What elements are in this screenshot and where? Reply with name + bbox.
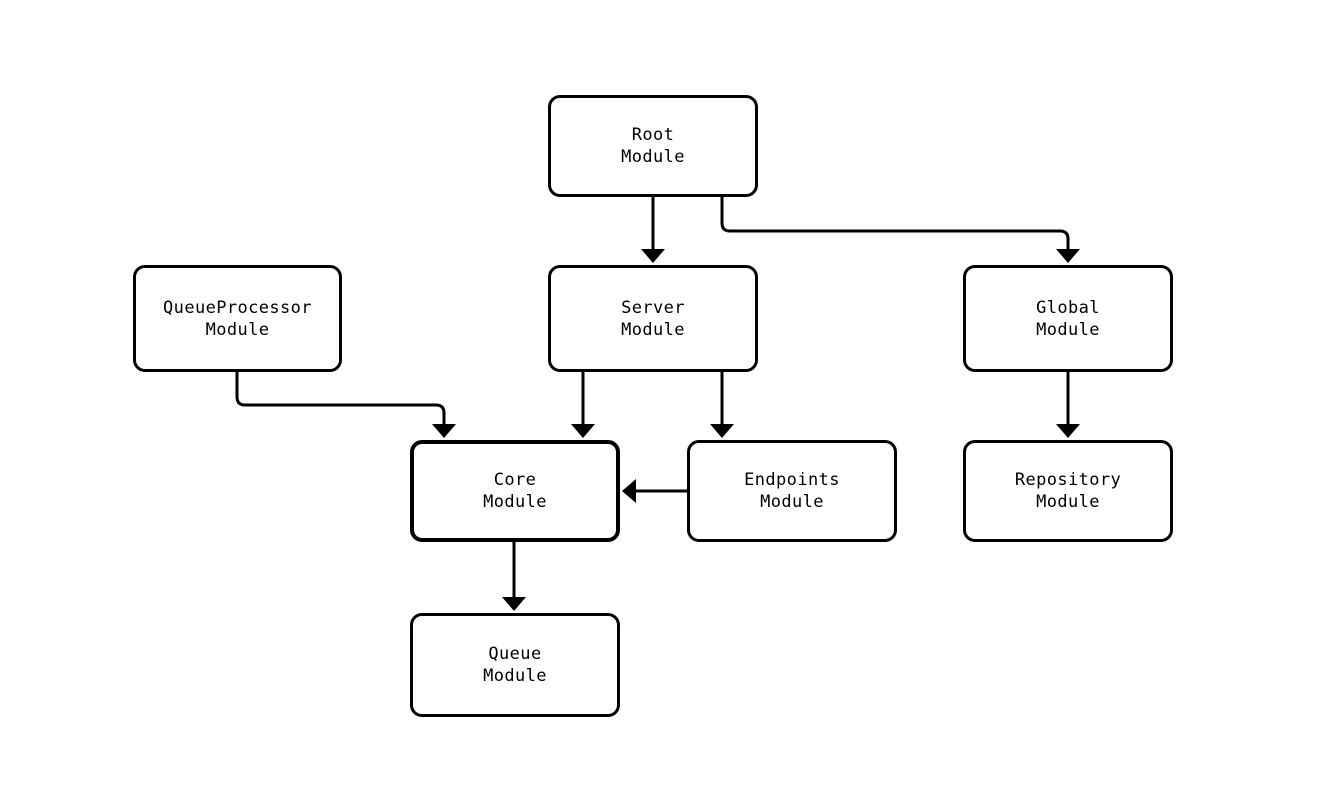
node-global-label-line2: Module xyxy=(1036,319,1100,340)
arrowhead-server-to-core xyxy=(571,424,595,438)
node-queue-label-line2: Module xyxy=(483,666,547,686)
edge-root-to-global xyxy=(720,197,1070,251)
node-queueprocessor-label-line2: Module xyxy=(205,319,270,340)
node-repository-label-line2: Module xyxy=(1036,492,1100,512)
arrowhead-server-to-endpoints xyxy=(710,424,734,438)
node-root-label-line1: Root xyxy=(631,125,675,145)
node-endpoints-label-line2: Module xyxy=(760,492,824,512)
arrowhead-root-to-global xyxy=(1056,249,1080,263)
node-server-label-line2: Module xyxy=(621,319,685,340)
node-queue-label-line1: Queue xyxy=(488,644,542,664)
arrowhead-core-to-queue xyxy=(502,597,526,611)
arrowhead-global-to-repository xyxy=(1056,424,1080,438)
arrowhead-endpoints-to-core xyxy=(622,479,636,503)
node-global-label-line1: Global xyxy=(1036,297,1100,318)
node-queueprocessor-label-line1: QueueProcessor xyxy=(163,297,312,318)
node-core-label-line1: Core xyxy=(493,470,537,490)
node-endpoints-label-line1: Endpoints xyxy=(744,470,840,490)
node-root-label-line2: Module xyxy=(621,147,685,167)
edge-queueprocessor-to-core xyxy=(235,372,446,426)
node-repository-label-line1: Repository xyxy=(1014,470,1122,490)
arrowhead-queueprocessor-to-core xyxy=(432,424,456,438)
node-server-label-line1: Server xyxy=(621,297,685,318)
node-core-label-line2: Module xyxy=(483,492,547,512)
arrowhead-root-to-server xyxy=(641,249,665,263)
